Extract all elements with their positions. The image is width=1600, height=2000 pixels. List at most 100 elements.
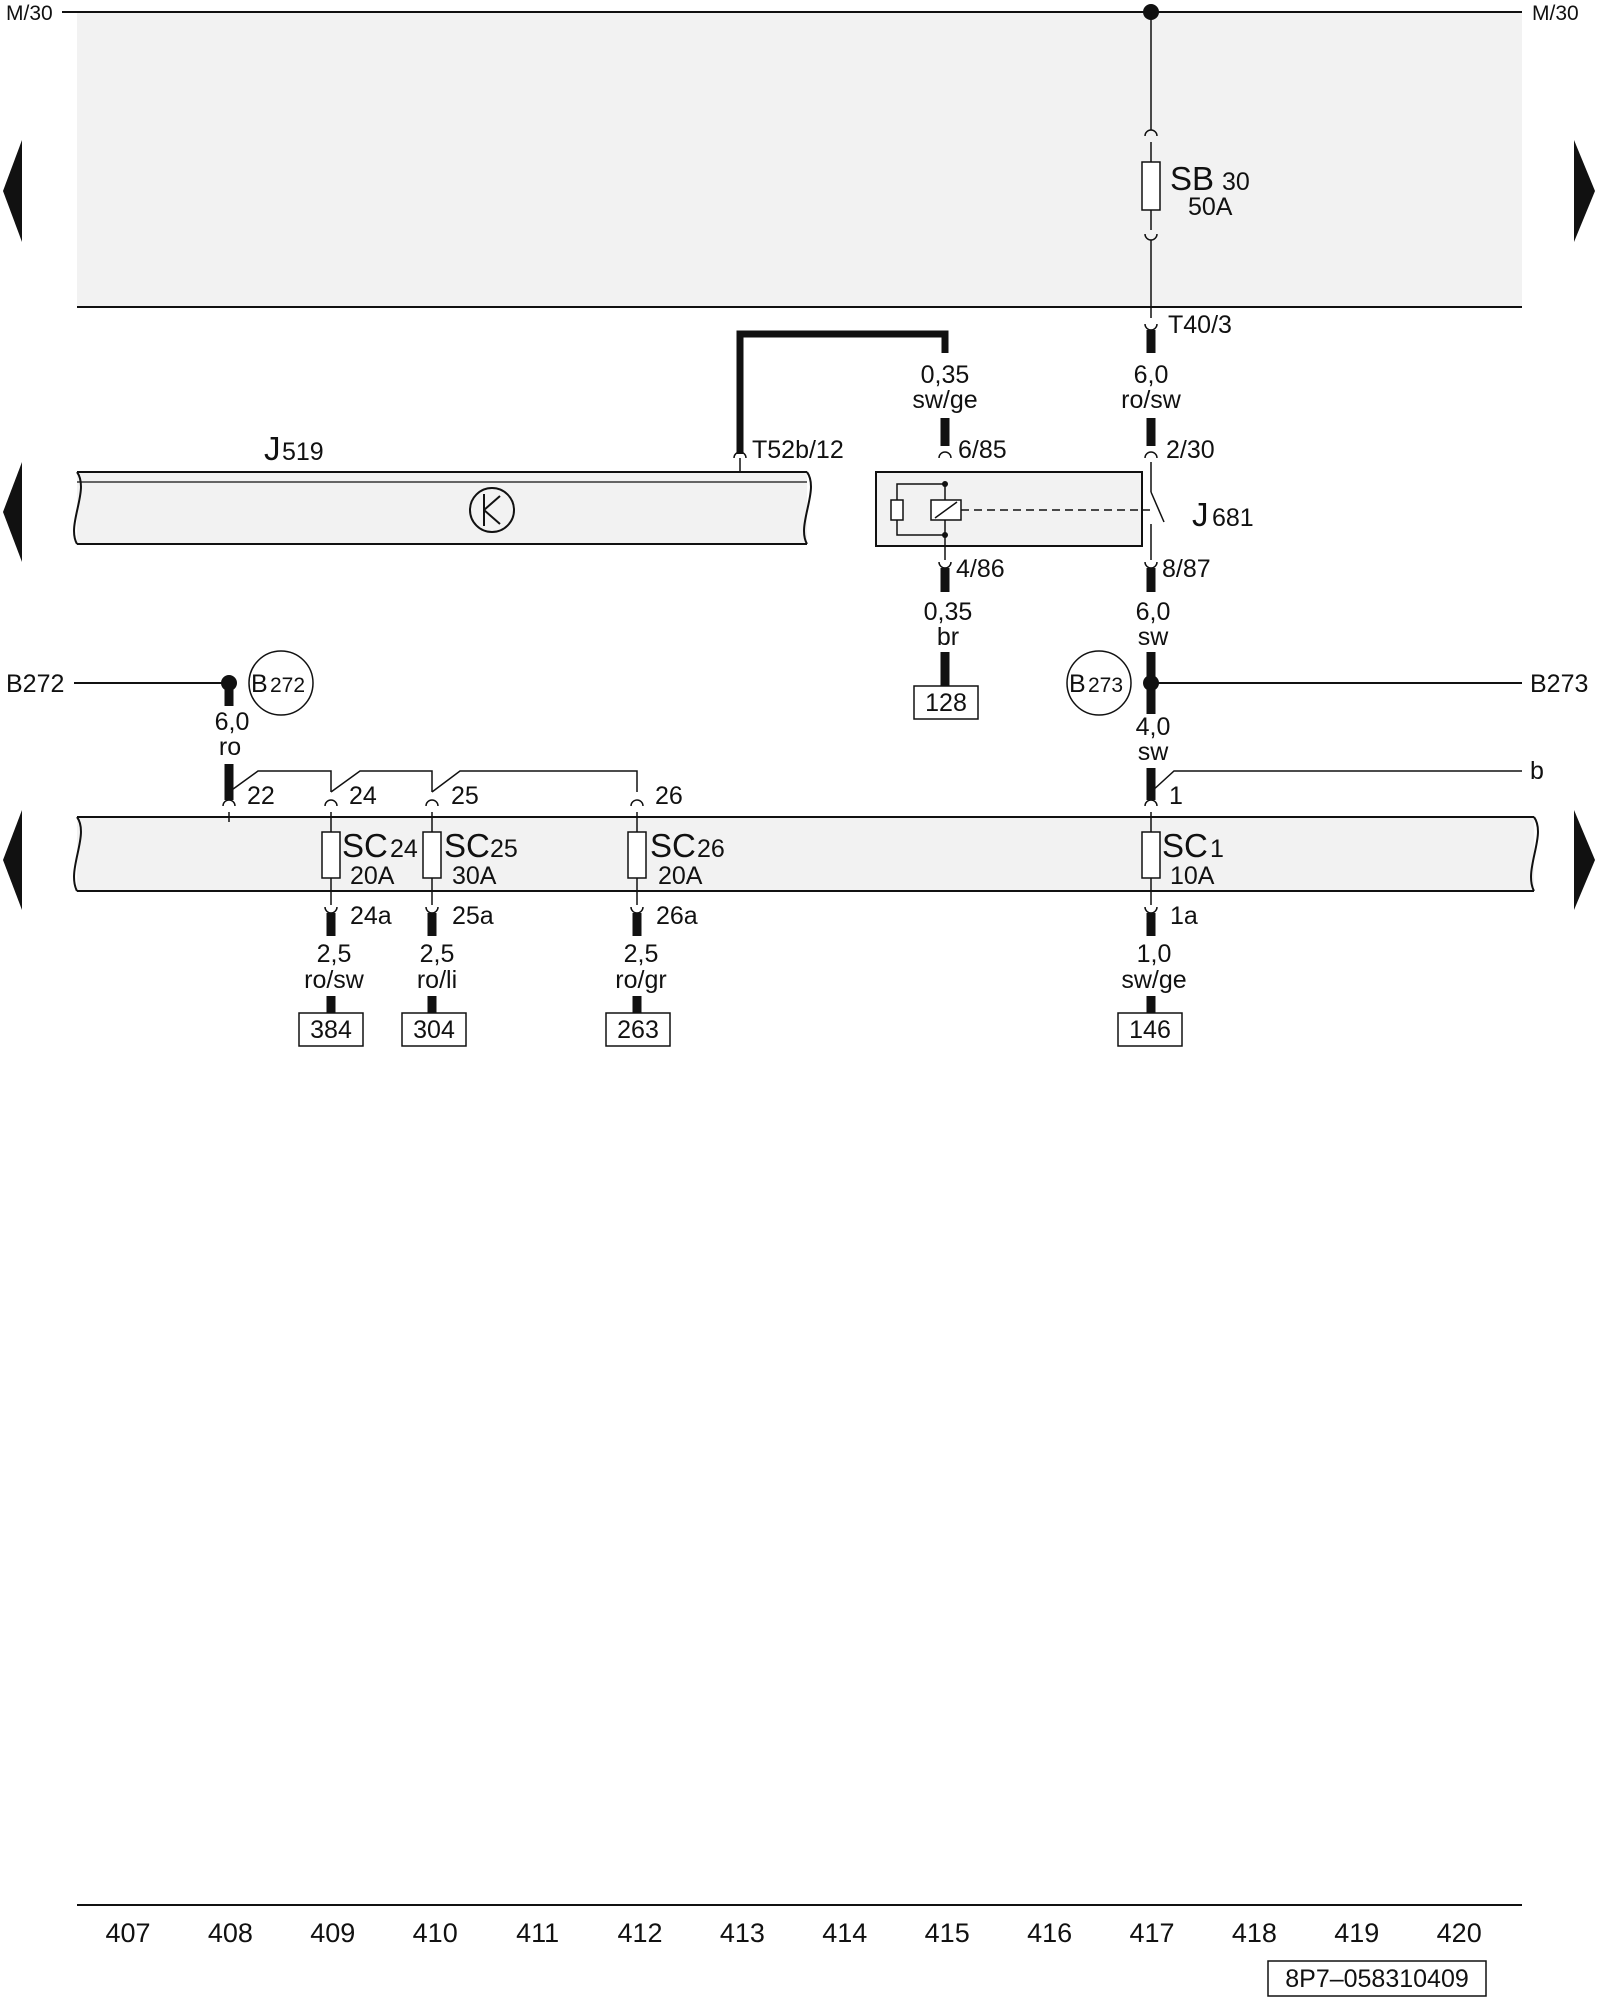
fuse-input-1: 1	[1169, 782, 1183, 810]
relay-pin-30: 2/30	[1166, 436, 1215, 464]
fuse-sc1-symbol	[1141, 831, 1161, 879]
fuse-sc24-name: SC	[342, 827, 388, 864]
arrow-left-icon[interactable]	[3, 810, 22, 910]
wire-87-color: sw	[1138, 623, 1170, 651]
grid-number: 418	[1232, 1918, 1277, 1948]
b273-number: 273	[1088, 674, 1123, 697]
connector-hook	[938, 451, 952, 459]
ref-304: 304	[413, 1016, 455, 1044]
control-unit-name: J	[264, 430, 281, 467]
fuse-sc1-name: SC	[1162, 827, 1208, 864]
arrow-left-icon[interactable]	[3, 462, 22, 562]
fuse-sc26-symbol	[627, 831, 647, 879]
transistor-icon	[483, 509, 501, 525]
connector-t52: T52b/12	[752, 436, 844, 464]
connector-hook	[324, 799, 338, 807]
fuse-input-24: 24	[349, 782, 377, 810]
sc-right-break	[1530, 816, 1539, 892]
relay-number: 681	[1212, 504, 1254, 532]
rail-label-left: M/30	[6, 2, 53, 25]
out-pin-1a: 1a	[1170, 902, 1198, 930]
b273-badge	[1066, 650, 1132, 716]
relay-pin-86: 4/86	[956, 555, 1005, 583]
out-size-1: 1,0	[1137, 940, 1172, 968]
ref-box-128[interactable]	[913, 685, 979, 720]
arrow-right-icon[interactable]	[1574, 140, 1595, 242]
relay-switch-icon	[1150, 491, 1165, 523]
fuse-sc25-symbol	[422, 831, 442, 879]
connector-t40: T40/3	[1168, 311, 1232, 339]
wire-b272-size: 6,0	[215, 708, 250, 736]
connector-hook	[1144, 906, 1158, 914]
fuse-sb30-symbol	[1141, 161, 1161, 211]
grid-number: 419	[1334, 1918, 1379, 1948]
fuse-sc1-rating: 10A	[1170, 862, 1215, 890]
out-pin-25a: 25a	[452, 902, 494, 930]
wire-t52-color: sw/ge	[912, 386, 977, 414]
grid-number: 409	[310, 1918, 355, 1948]
b273-letter: B	[1069, 670, 1086, 698]
arrow-right-icon[interactable]	[1574, 810, 1595, 910]
j519-right-break	[803, 471, 812, 545]
wire-86-size: 0,35	[924, 598, 973, 626]
ref-box-384[interactable]	[298, 1012, 364, 1047]
arrow-left-icon[interactable]	[3, 140, 22, 242]
transistor-icon	[469, 487, 515, 533]
ref-box-146[interactable]	[1117, 1012, 1183, 1047]
out-size-26: 2,5	[624, 940, 659, 968]
ref-128: 128	[925, 689, 967, 717]
fuse-sc25-number: 25	[490, 835, 518, 863]
wire-b272-color: ro	[219, 733, 241, 761]
wire-t40-size: 6,0	[1134, 361, 1169, 389]
doc-id-box	[1267, 1960, 1487, 1997]
out-color-24: ro/sw	[304, 966, 365, 994]
fuse-sc25-name: SC	[444, 827, 490, 864]
connector-hook	[630, 799, 644, 807]
fuse-box-sc	[77, 817, 1534, 891]
b272-letter: B	[251, 670, 268, 698]
fuse-input-22: 22	[247, 782, 275, 810]
wire-87-size: 6,0	[1136, 598, 1171, 626]
grid-number: 417	[1129, 1918, 1174, 1948]
fuse-sc24-symbol	[321, 831, 341, 879]
grid-number: 407	[105, 1918, 150, 1948]
output-sc1: 1a 1,0 sw/ge 146	[1117, 902, 1198, 1047]
wire-b273-color: sw	[1138, 738, 1170, 766]
junction-dot	[1143, 675, 1159, 691]
out-color-1: sw/ge	[1121, 966, 1186, 994]
ref-box-263[interactable]	[605, 1012, 671, 1047]
fuse-sc26-name: SC	[650, 827, 696, 864]
wire-distribution	[431, 770, 638, 793]
relay-pin-85: 6/85	[958, 436, 1007, 464]
control-unit-number: 519	[282, 438, 324, 466]
out-pin-26a: 26a	[656, 902, 698, 930]
ref-384: 384	[310, 1016, 352, 1044]
fuse-sc24-rating: 20A	[350, 862, 395, 890]
j519-left-break	[73, 471, 82, 545]
b272-badge	[248, 650, 314, 716]
wire-t40-color: ro/sw	[1121, 386, 1182, 414]
wire-86-color: br	[937, 623, 959, 651]
fuse-sc1-number: 1	[1210, 835, 1224, 863]
grid-number: 408	[208, 1918, 253, 1948]
connector-hook	[1144, 451, 1158, 459]
wire-t52-size: 0,35	[921, 361, 970, 389]
out-size-25: 2,5	[420, 940, 455, 968]
fuse-sc25-rating: 30A	[452, 862, 497, 890]
out-pin-24a: 24a	[350, 902, 392, 930]
connector-hook	[222, 799, 236, 807]
rail-b272-label: B272	[6, 670, 64, 698]
connector-hook	[425, 799, 439, 807]
wire-distribution	[228, 770, 332, 793]
connector-hook	[733, 451, 747, 459]
grid-number: 413	[720, 1918, 765, 1948]
out-size-24: 2,5	[317, 940, 352, 968]
fuse-box-sb-area	[77, 12, 1522, 307]
b272-number: 272	[270, 674, 305, 697]
ref-box-304[interactable]	[401, 1012, 467, 1047]
wire-thick	[736, 330, 949, 454]
relay-resistor-icon	[890, 499, 904, 521]
ref-146: 146	[1129, 1016, 1171, 1044]
relay-pin-87: 8/87	[1162, 555, 1211, 583]
